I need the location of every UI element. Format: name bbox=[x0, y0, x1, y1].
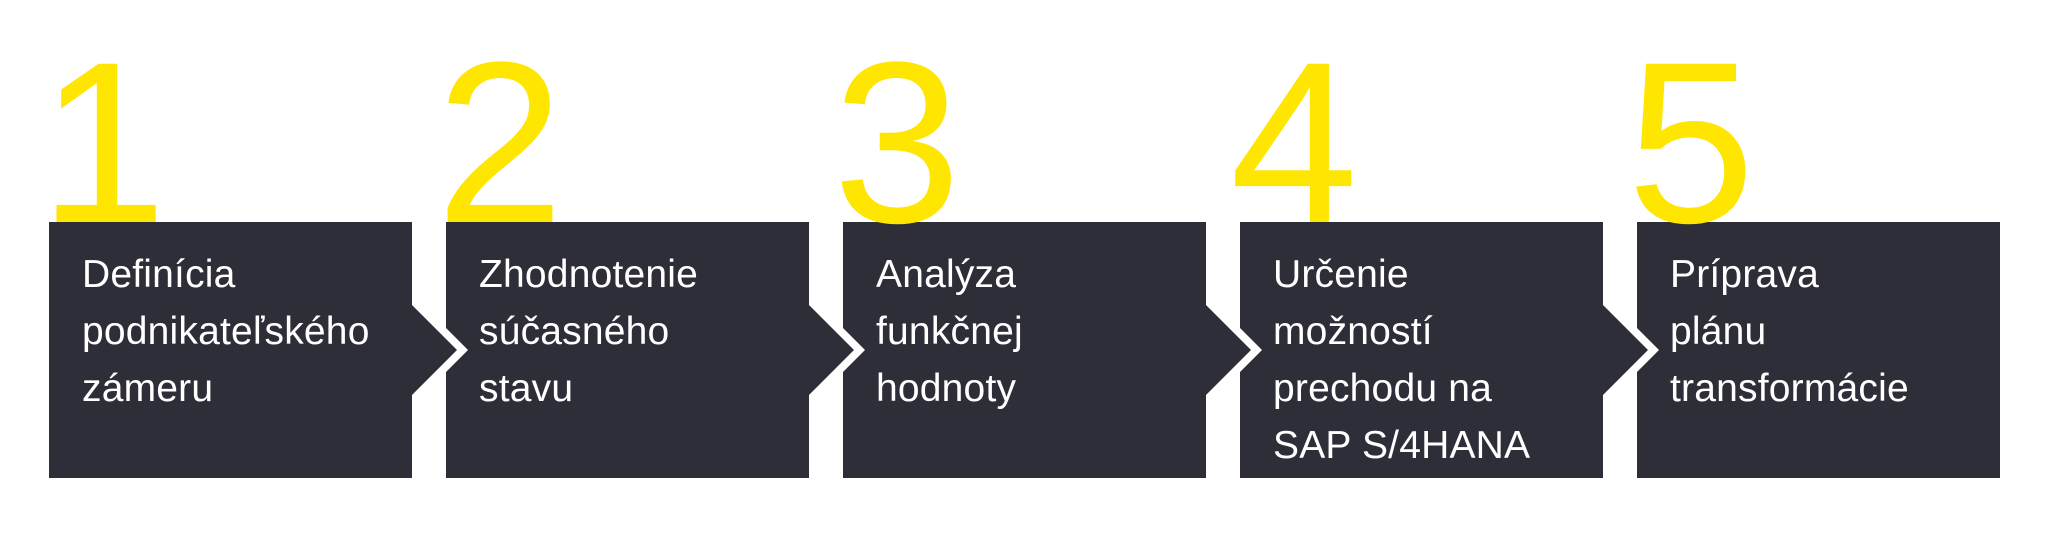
arrow-right-icon bbox=[412, 294, 468, 406]
step-box: Príprava plánu transformácie bbox=[1637, 222, 2000, 478]
arrow-right-icon bbox=[1603, 294, 1659, 406]
step-1: 1 Definícia podnikateľského zámeru bbox=[39, 0, 468, 533]
step-box: Definícia podnikateľského zámeru bbox=[49, 222, 412, 478]
step-4: 4 Určenie možností prechodu na SAP S/4HA… bbox=[1230, 0, 1659, 533]
arrow-right-icon bbox=[809, 294, 865, 406]
step-number: 3 bbox=[833, 14, 961, 271]
arrow-right-icon bbox=[1206, 294, 1262, 406]
step-box: Zhodnotenie súčasného stavu bbox=[446, 222, 809, 478]
step-label: Analýza funkčnej hodnoty bbox=[876, 253, 1023, 410]
step-3: 3 Analýza funkčnej hodnoty bbox=[833, 0, 1262, 533]
step-label: Určenie možností prechodu na SAP S/4HANA bbox=[1273, 253, 1531, 467]
step-label: Definícia podnikateľského zámeru bbox=[82, 253, 370, 410]
step-box: Určenie možností prechodu na SAP S/4HANA bbox=[1240, 222, 1603, 478]
step-box: Analýza funkčnej hodnoty bbox=[843, 222, 1206, 478]
step-number: 1 bbox=[39, 14, 167, 271]
step-5: 5 Príprava plánu transformácie bbox=[1627, 0, 2000, 533]
step-label: Zhodnotenie súčasného stavu bbox=[479, 253, 699, 410]
step-label: Príprava plánu transformácie bbox=[1670, 253, 1909, 410]
step-number: 2 bbox=[436, 14, 564, 271]
step-number: 4 bbox=[1230, 14, 1358, 271]
step-2: 2 Zhodnotenie súčasného stavu bbox=[436, 0, 865, 533]
step-number: 5 bbox=[1627, 14, 1755, 271]
